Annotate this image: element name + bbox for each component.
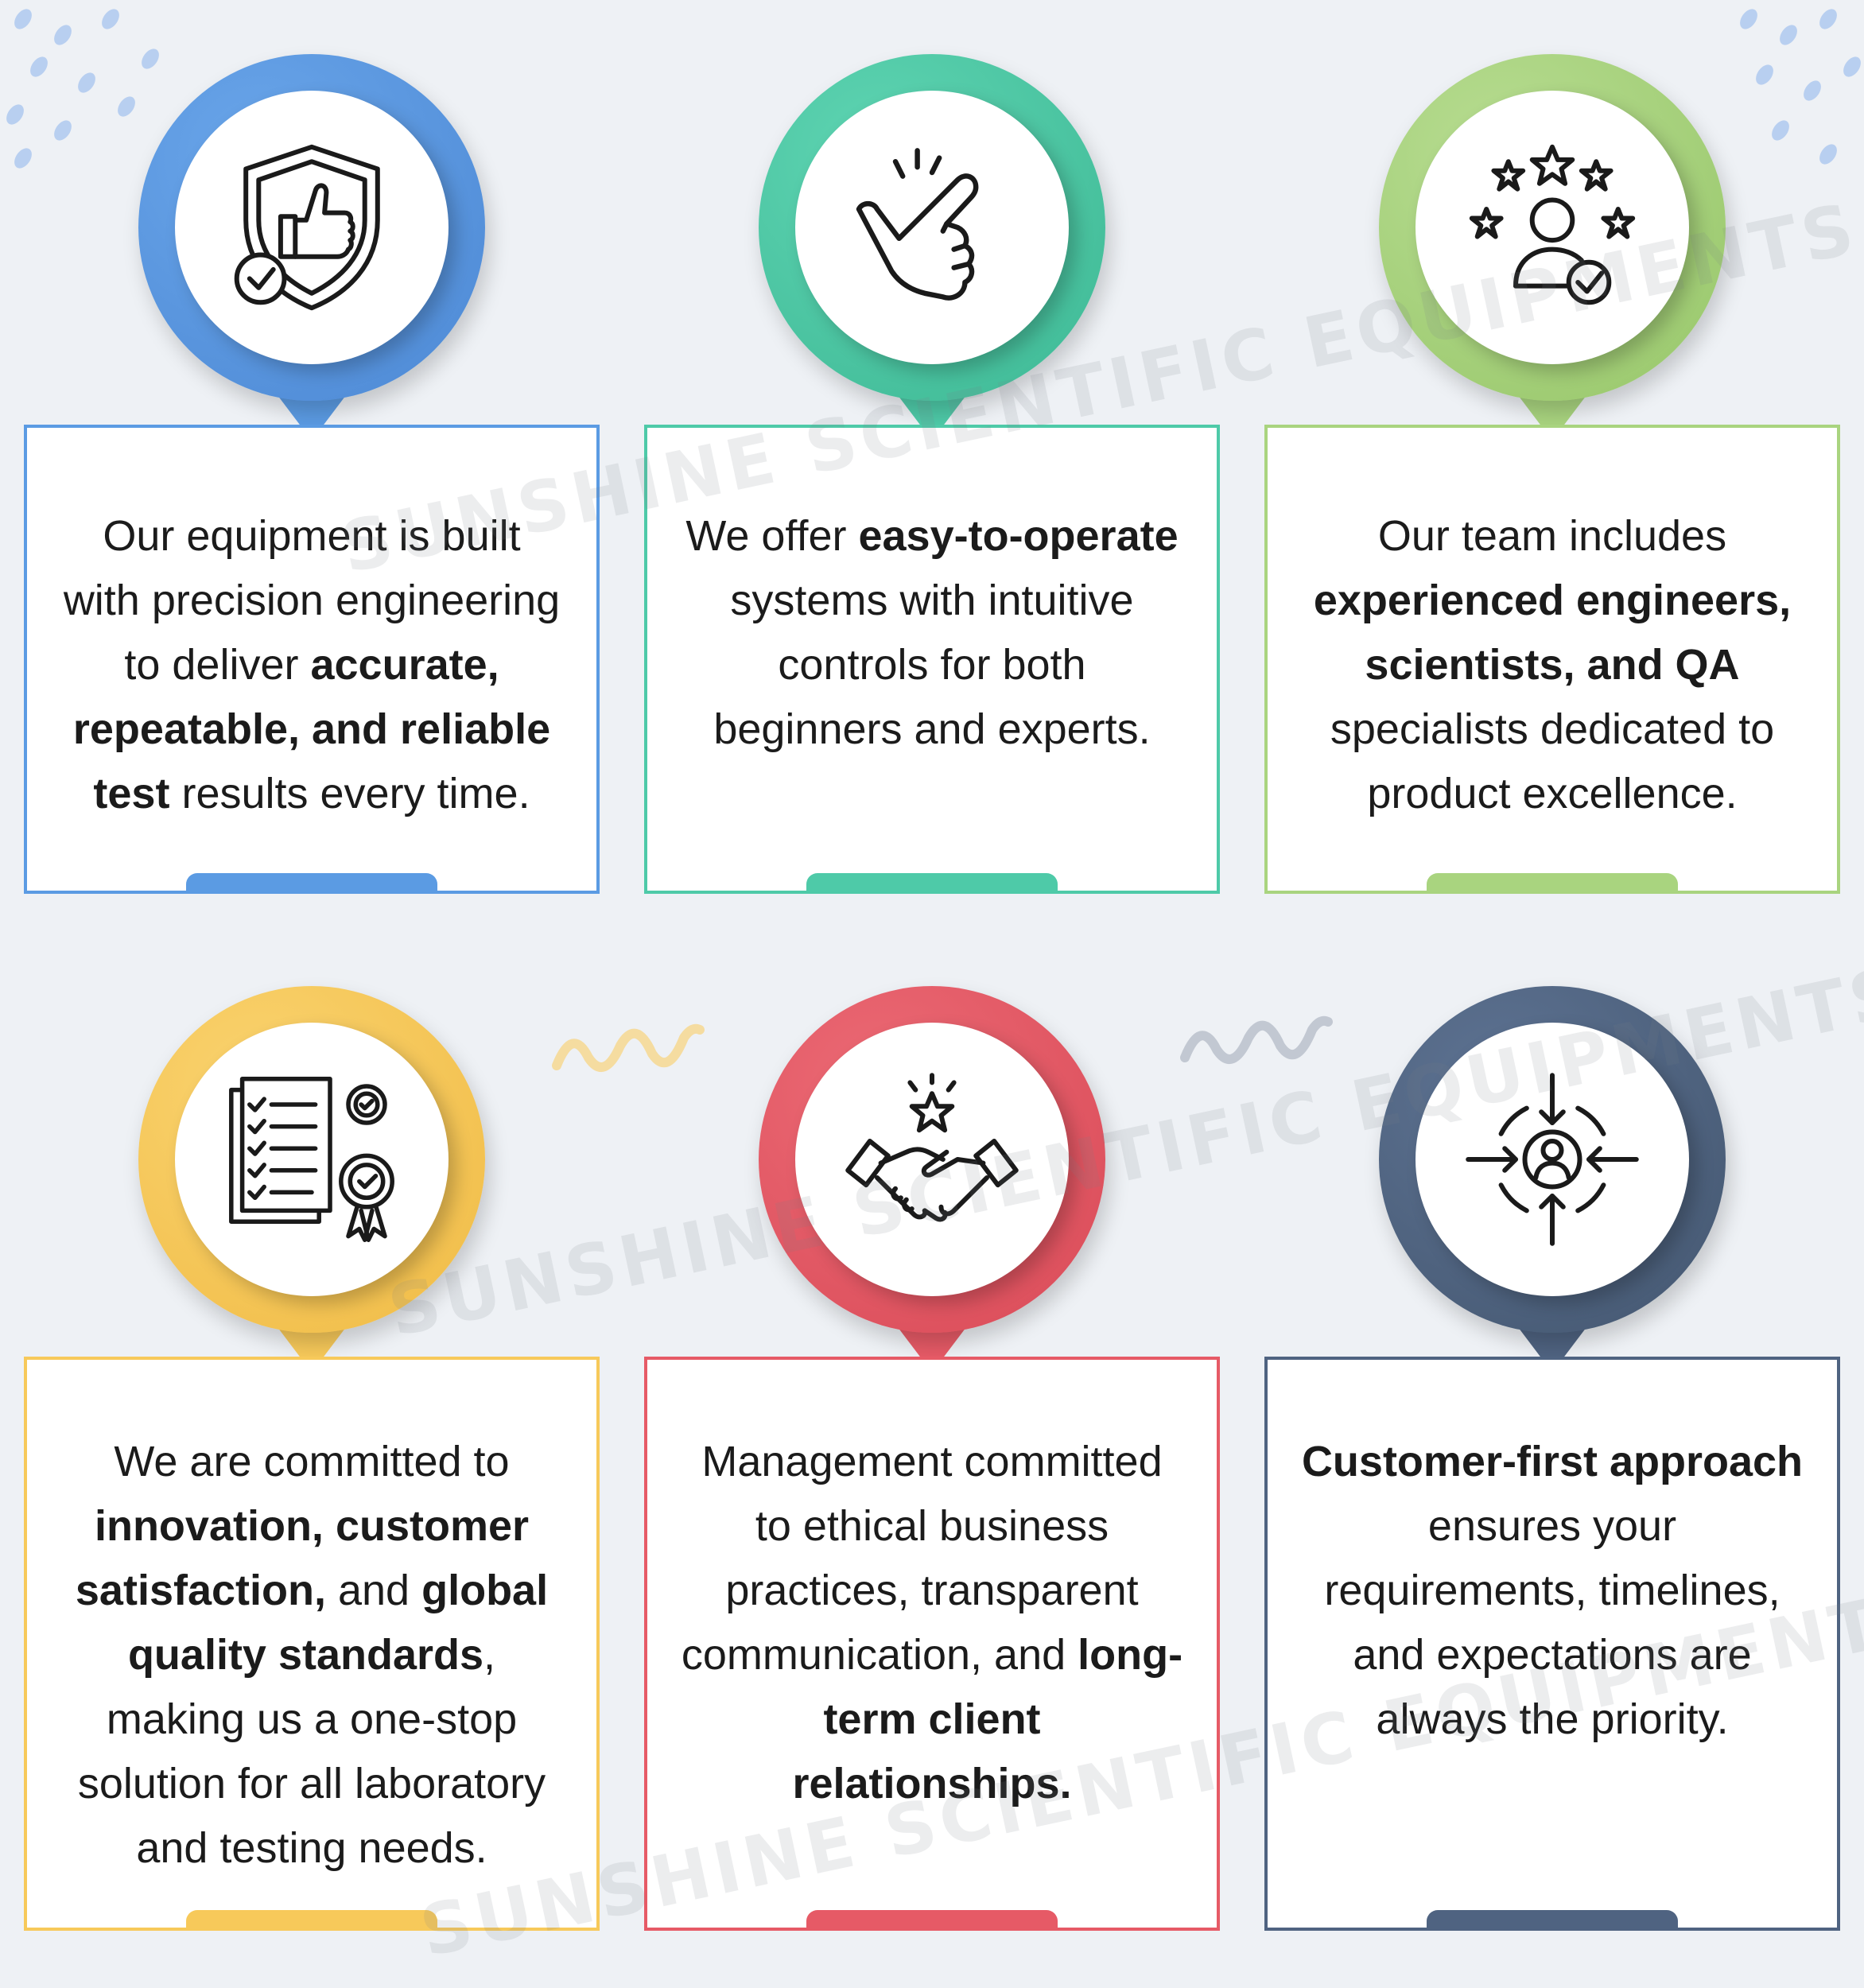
customer-target-icon bbox=[1466, 1073, 1639, 1246]
body-text: results every time. bbox=[169, 770, 530, 817]
accent-bar bbox=[806, 873, 1058, 894]
handshake-star-icon bbox=[845, 1073, 1019, 1222]
emphasis-text: long-term client relationships. bbox=[792, 1631, 1183, 1807]
feature-card-customer-first: Customer-first approach ensures your req… bbox=[1264, 986, 1840, 1931]
emphasis-text: easy-to-operate bbox=[858, 512, 1179, 560]
accent-bar bbox=[1427, 873, 1678, 894]
body-text: Our equipment is built with precision en… bbox=[63, 512, 561, 689]
pin-icon-circle bbox=[795, 1023, 1069, 1296]
certified-documents-icon bbox=[229, 1077, 394, 1242]
emphasis-text: global quality standards bbox=[127, 1567, 549, 1679]
accent-bar bbox=[1427, 1910, 1678, 1931]
pin-icon-circle bbox=[1415, 1023, 1689, 1296]
body-text: We are committed to bbox=[114, 1438, 510, 1485]
feature-text-box: We are committed to innovation, customer… bbox=[24, 1357, 600, 1931]
body-text: , making us a one-stop solution for all … bbox=[77, 1631, 546, 1872]
feature-description: Customer-first approach ensures your req… bbox=[1299, 1430, 1805, 1752]
feature-text-box: We offer easy-to-operate systems with in… bbox=[644, 425, 1220, 894]
decorative-squiggle-yellow bbox=[552, 1023, 705, 1072]
feature-text-box: Our equipment is built with precision en… bbox=[24, 425, 600, 894]
emphasis-text: accurate, repeatable, and reliable test bbox=[72, 641, 551, 817]
feature-card-precision: Our equipment is built with precision en… bbox=[24, 54, 600, 992]
pin-icon-circle bbox=[795, 91, 1069, 364]
pin-icon-circle bbox=[175, 91, 449, 364]
accent-bar bbox=[806, 1910, 1058, 1931]
body-text: Management committed to ethical business… bbox=[681, 1438, 1163, 1679]
snap-fingers-icon bbox=[856, 148, 979, 301]
body-text: specialists dedicated to product excelle… bbox=[1330, 705, 1775, 817]
body-text: systems with intuitive controls for both… bbox=[713, 577, 1151, 753]
feature-description: We offer easy-to-operate systems with in… bbox=[679, 504, 1185, 762]
feature-text-box: Our team includes experienced engineers,… bbox=[1264, 425, 1840, 894]
feature-text-box: Customer-first approach ensures your req… bbox=[1264, 1357, 1840, 1931]
feature-description: Management committed to ethical business… bbox=[679, 1430, 1185, 1816]
feature-text-box: Management committed to ethical business… bbox=[644, 1357, 1220, 1931]
feature-card-easy-operation: We offer easy-to-operate systems with in… bbox=[644, 54, 1220, 992]
emphasis-text: experienced engineers, scientists, and Q… bbox=[1313, 577, 1792, 689]
feature-description: Our equipment is built with precision en… bbox=[59, 504, 565, 826]
body-text: and bbox=[325, 1567, 422, 1614]
expert-stars-icon bbox=[1469, 144, 1636, 305]
pin-icon-circle bbox=[1415, 91, 1689, 364]
accent-bar bbox=[186, 873, 437, 894]
emphasis-text: Customer-first approach bbox=[1301, 1438, 1804, 1485]
body-text: We offer bbox=[685, 512, 859, 560]
decorative-squiggle-gray bbox=[1180, 1015, 1333, 1064]
feature-card-quality-standards: We are committed to innovation, customer… bbox=[24, 986, 600, 1931]
emphasis-text: innovation, customer satisfaction, bbox=[75, 1502, 530, 1614]
body-text: Our team includes bbox=[1377, 512, 1727, 560]
feature-card-expert-team: Our team includes experienced engineers,… bbox=[1264, 54, 1840, 992]
accent-bar bbox=[186, 1910, 437, 1931]
feature-description: Our team includes experienced engineers,… bbox=[1299, 504, 1805, 826]
shield-thumbs-up-icon bbox=[234, 144, 380, 311]
pin-icon-circle bbox=[175, 1023, 449, 1296]
feature-card-ethical-management: Management committed to ethical business… bbox=[644, 986, 1220, 1931]
body-text: ensures your requirements, timelines, an… bbox=[1324, 1502, 1781, 1743]
feature-description: We are committed to innovation, customer… bbox=[59, 1430, 565, 1881]
